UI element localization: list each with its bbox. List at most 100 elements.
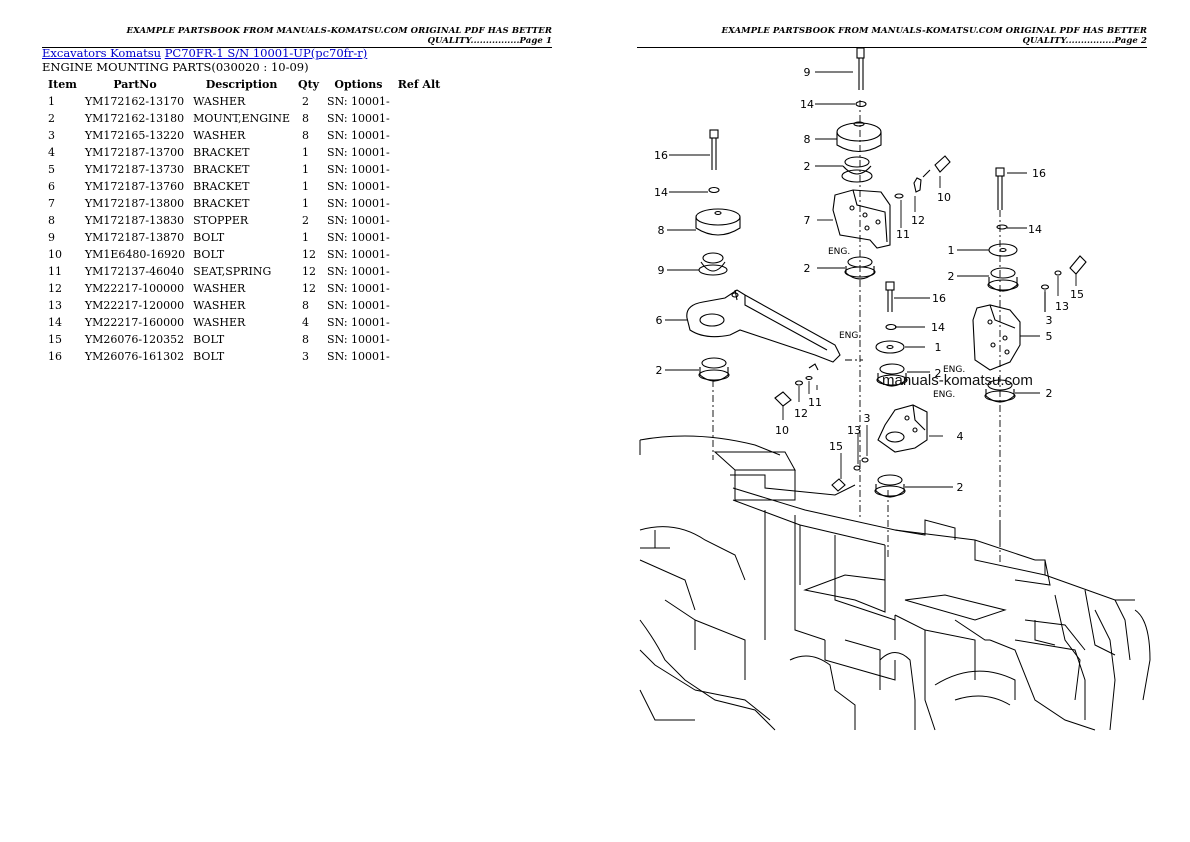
cell-qty: 1 <box>301 180 309 193</box>
cell-partno: YM172187-13800 <box>84 197 185 210</box>
engine-mounting-diagram: 9 14 8 2 16 14 8 9 6 2 7 2 10 12 11 16 1… <box>639 47 1151 731</box>
cell-item: 14 <box>48 316 62 329</box>
callout-3: 3 <box>1046 314 1053 327</box>
page-header: EXAMPLE PARTSBOOK FROM MANUALS-KOMATSU.C… <box>637 26 1147 48</box>
callout-2: 2 <box>804 262 811 275</box>
cell-description: WASHER <box>193 299 246 312</box>
cell-partno: YM26076-161302 <box>84 350 185 363</box>
watermark-text: manuals-komatsu.com <box>882 372 1033 389</box>
cell-qty: 1 <box>301 197 309 210</box>
cell-item: 9 <box>48 231 55 244</box>
cell-ref-alt <box>394 297 445 314</box>
cell-description: BRACKET <box>193 180 250 193</box>
cell-description: BOLT <box>193 333 225 346</box>
cell-options: SN: 10001- <box>327 299 390 312</box>
cell-qty: 8 <box>301 333 309 346</box>
callout-15: 15 <box>829 440 843 453</box>
col-header-qty: Qty <box>297 78 320 91</box>
cell-qty: 12 <box>301 265 316 278</box>
callout-13: 13 <box>1055 300 1069 313</box>
page-header: EXAMPLE PARTSBOOK FROM MANUALS-KOMATSU.C… <box>42 26 552 48</box>
cell-partno: YM22217-160000 <box>84 316 185 329</box>
callout-14: 14 <box>1028 223 1042 236</box>
table-header-row: Item PartNo Description Qty Options Ref … <box>44 76 444 93</box>
cell-item: 11 <box>48 265 62 278</box>
callout-2: 2 <box>935 367 942 380</box>
callout-14: 14 <box>654 186 668 199</box>
callout-9: 9 <box>658 264 665 277</box>
callout-7: 7 <box>804 214 811 227</box>
cell-partno: YM172187-13830 <box>84 214 185 227</box>
callout-14: 14 <box>931 321 945 334</box>
cell-description: WASHER <box>193 316 246 329</box>
callout-16: 16 <box>932 292 946 305</box>
cell-partno: YM172137-46040 <box>84 265 185 278</box>
cell-ref-alt <box>394 229 445 246</box>
callout-2: 2 <box>957 481 964 494</box>
section-title: ENGINE MOUNTING PARTS(030020 : 10-09) <box>42 60 309 74</box>
cell-description: BRACKET <box>193 163 250 176</box>
center-top-assembly <box>832 47 951 280</box>
cell-options: SN: 10001- <box>327 129 390 142</box>
col-header-item: Item <box>48 78 77 91</box>
cell-options: SN: 10001- <box>327 248 390 261</box>
cell-options: SN: 10001- <box>327 146 390 159</box>
callout-12: 12 <box>794 407 808 420</box>
cell-item: 1 <box>48 95 55 108</box>
cell-options: SN: 10001- <box>327 214 390 227</box>
callout-16: 16 <box>654 149 668 162</box>
cell-item: 8 <box>48 214 55 227</box>
callout-16: 16 <box>1032 167 1046 180</box>
cell-item: 12 <box>48 282 62 295</box>
eng-label: ENG. <box>943 365 965 375</box>
cell-options: SN: 10001- <box>327 265 390 278</box>
cell-description: WASHER <box>193 282 246 295</box>
eng-label: ENG. <box>933 390 955 400</box>
cell-description: BRACKET <box>193 197 250 210</box>
col-header-partno: PartNo <box>113 78 157 91</box>
cell-ref-alt <box>394 348 445 365</box>
breadcrumb-model-link[interactable]: PC70FR-1 S/N 10001-UP(pc70fr-r) <box>164 46 368 60</box>
cell-partno: YM172165-13220 <box>84 129 185 142</box>
cell-qty: 3 <box>301 350 309 363</box>
cell-ref-alt <box>394 246 445 263</box>
cell-description: SEAT,SPRING <box>193 265 272 278</box>
col-header-ref-alt: Ref Alt <box>397 78 441 91</box>
cell-qty: 4 <box>301 316 309 329</box>
left-mount-assembly <box>686 129 841 382</box>
cell-item: 5 <box>48 163 55 176</box>
cell-qty: 8 <box>301 299 309 312</box>
cell-partno: YM26076-120352 <box>84 333 185 346</box>
callout-4: 4 <box>957 430 964 443</box>
cell-partno: YM22217-100000 <box>84 282 185 295</box>
callout-1: 1 <box>935 341 942 354</box>
cell-options: SN: 10001- <box>327 333 390 346</box>
callout-11: 11 <box>896 228 910 241</box>
cell-description: BOLT <box>193 231 225 244</box>
callout-14: 14 <box>800 98 814 111</box>
callout-12: 12 <box>911 214 925 227</box>
cell-qty: 1 <box>301 146 309 159</box>
cell-qty: 1 <box>301 163 309 176</box>
cell-options: SN: 10001- <box>327 197 390 210</box>
cell-partno: YM172162-13180 <box>84 112 185 125</box>
breadcrumb: Excavators Komatsu PC70FR-1 S/N 10001-UP… <box>42 46 367 60</box>
callout-5: 5 <box>1046 330 1053 343</box>
cell-partno: YM172187-13760 <box>84 180 185 193</box>
callout-13: 13 <box>847 424 861 437</box>
cell-item: 3 <box>48 129 55 142</box>
cell-description: MOUNT,ENGINE <box>193 112 290 125</box>
cell-description: STOPPER <box>193 214 249 227</box>
callout-15: 15 <box>1070 288 1084 301</box>
cell-ref-alt <box>394 161 445 178</box>
page-1: EXAMPLE PARTSBOOK FROM MANUALS-KOMATSU.C… <box>42 26 552 365</box>
cell-options: SN: 10001- <box>327 350 390 363</box>
breadcrumb-category-link[interactable]: Excavators Komatsu <box>42 46 162 60</box>
